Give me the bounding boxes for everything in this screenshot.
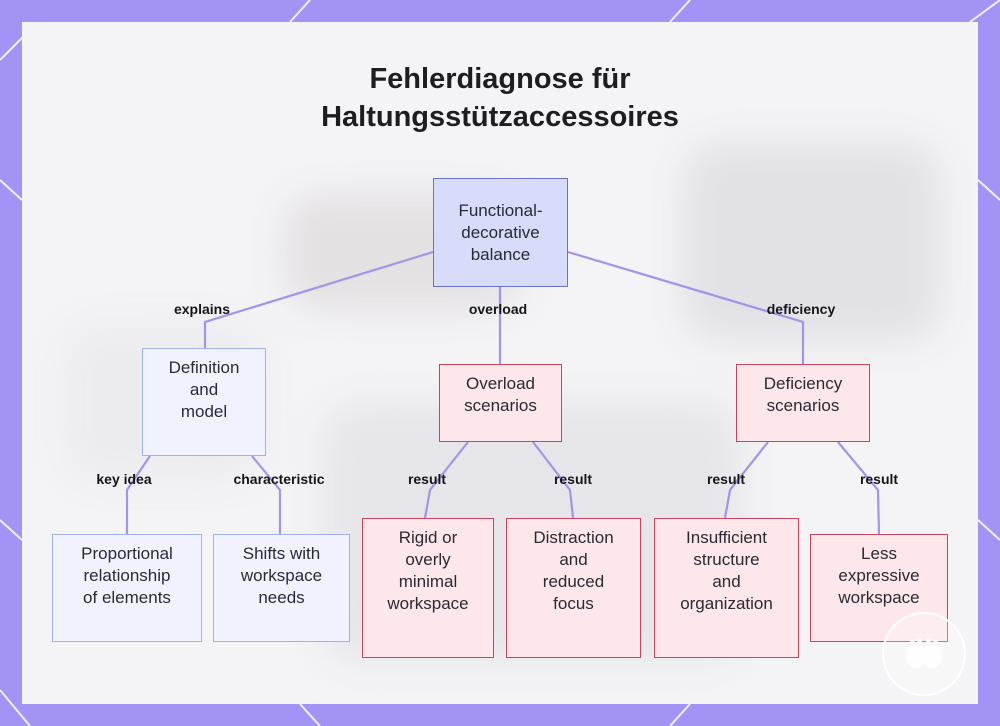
node-text: expressive <box>838 566 920 585</box>
node-text: scenarios <box>464 396 537 415</box>
node-text: reduced <box>542 572 605 591</box>
node-text: Definition <box>168 358 240 377</box>
edge-label-explains: explains <box>173 301 231 317</box>
edge-label-result: result <box>706 471 746 487</box>
link-root-definition <box>203 250 434 348</box>
watermark-badge-icon <box>882 612 966 696</box>
node-text: relationship <box>83 566 171 585</box>
title-line: Haltungsstützaccessoires <box>321 101 679 133</box>
node-proportional: Proportional relationship of elements <box>52 534 202 642</box>
link-overload-distraction <box>532 441 575 519</box>
node-text: balance <box>470 244 531 264</box>
edge-label-deficiency: deficiency <box>766 301 836 317</box>
node-text: decorative <box>461 222 540 242</box>
node-text: Overload <box>466 374 535 393</box>
node-text: overly <box>405 550 451 569</box>
hands-icon <box>906 638 942 668</box>
node-text: workspace <box>387 594 469 613</box>
diagram-title: Fehlerdiagnose für Haltungsstützaccessoi… <box>0 60 1000 136</box>
background-blob <box>682 142 942 342</box>
node-text: Rigid or <box>398 528 458 547</box>
node-definition: Definition and model <box>142 348 266 456</box>
link-definition-proportional <box>125 455 151 534</box>
node-text: focus <box>553 594 594 613</box>
node-overload: Overload scenarios <box>439 364 562 442</box>
node-text: and <box>712 572 741 591</box>
node-shifts: Shifts with workspace needs <box>213 534 350 642</box>
edge-label-result: result <box>553 471 593 487</box>
node-distraction: Distraction and reduced focus <box>506 518 641 658</box>
node-text: model <box>180 402 228 421</box>
node-text: Shifts with <box>242 544 321 563</box>
edge-label-result: result <box>859 471 899 487</box>
node-text: and <box>559 550 588 569</box>
node-text: Proportional <box>81 544 173 563</box>
edge-label-key-idea: key idea <box>96 471 152 487</box>
node-text: Less <box>861 544 897 563</box>
node-text: scenarios <box>766 396 840 415</box>
node-text: of elements <box>83 588 171 607</box>
edge-label-characteristic: characteristic <box>233 471 325 487</box>
node-text: minimal <box>398 572 458 591</box>
link-definition-shifts <box>251 455 282 534</box>
link-deficiency-insufficient <box>723 441 769 519</box>
link-overload-rigid <box>423 441 469 519</box>
edge-label-result: result <box>407 471 447 487</box>
title-line: Fehlerdiagnose für <box>369 63 631 95</box>
node-root: Functional- decorative balance <box>433 178 568 287</box>
node-text: Functional- <box>458 200 543 220</box>
node-text: workspace <box>240 566 323 585</box>
node-text: Distraction <box>533 528 614 547</box>
link-root-deficiency <box>567 250 805 364</box>
node-rigid: Rigid or overly minimal workspace <box>362 518 494 658</box>
edge-label-overload: overload <box>468 301 528 317</box>
link-deficiency-less <box>837 441 881 535</box>
node-deficiency: Deficiency scenarios <box>736 364 870 442</box>
node-text: and <box>189 380 219 399</box>
node-insufficient: Insufficient structure and organization <box>654 518 799 658</box>
node-text: Deficiency <box>763 374 843 393</box>
node-text: structure <box>693 550 760 569</box>
node-text: workspace <box>838 588 920 607</box>
node-text: Insufficient <box>686 528 767 547</box>
node-text: organization <box>680 594 773 613</box>
node-text: needs <box>258 588 305 607</box>
